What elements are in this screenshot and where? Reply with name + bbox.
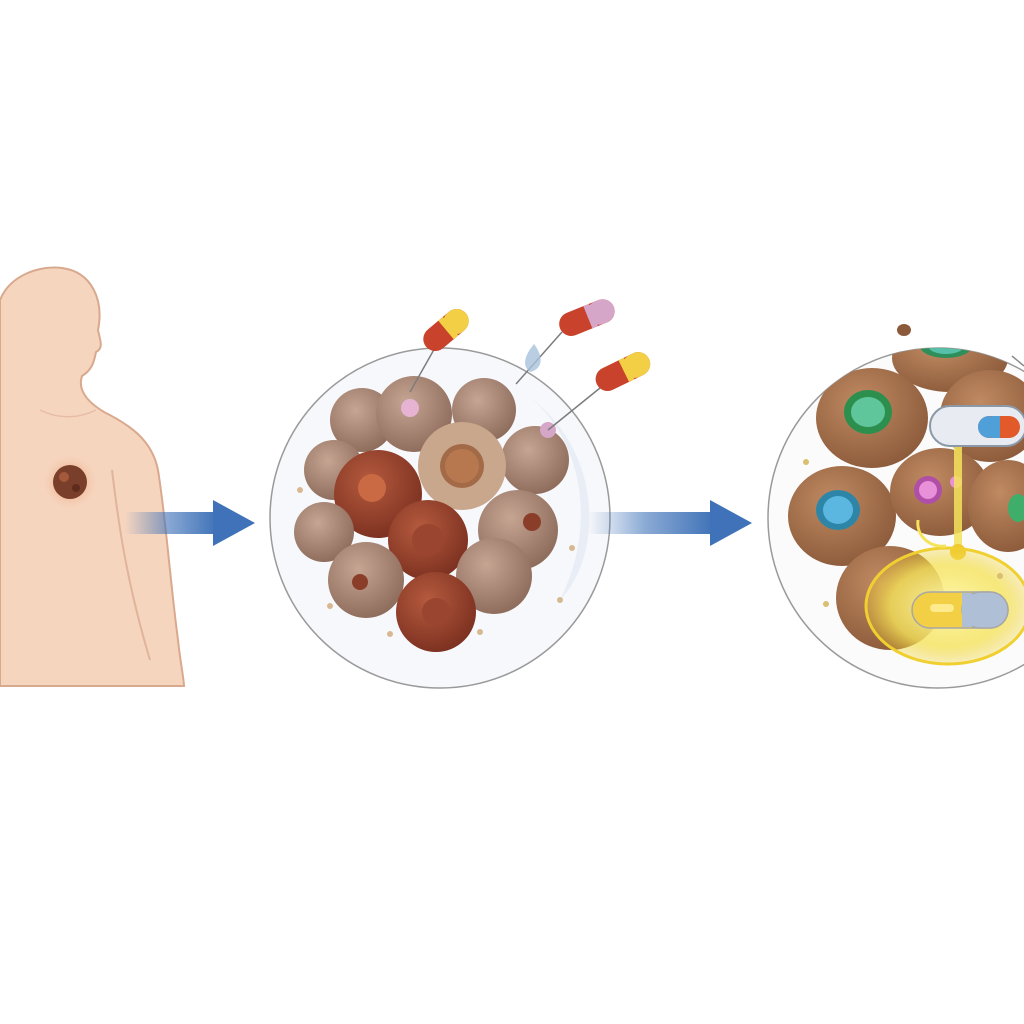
- arrow-right-icon: [125, 500, 255, 546]
- treated-cell-cluster: [767, 324, 1024, 689]
- arrow-right-icon: [588, 500, 752, 546]
- tumor-icon: [40, 452, 100, 512]
- capsule-icon: [911, 591, 1009, 629]
- capsule-icon: [409, 309, 469, 393]
- cell-icon: [294, 376, 569, 652]
- tumor-cell-cluster: [269, 299, 651, 689]
- capsule-icon: [547, 352, 651, 431]
- capsule-icon: [929, 405, 1024, 447]
